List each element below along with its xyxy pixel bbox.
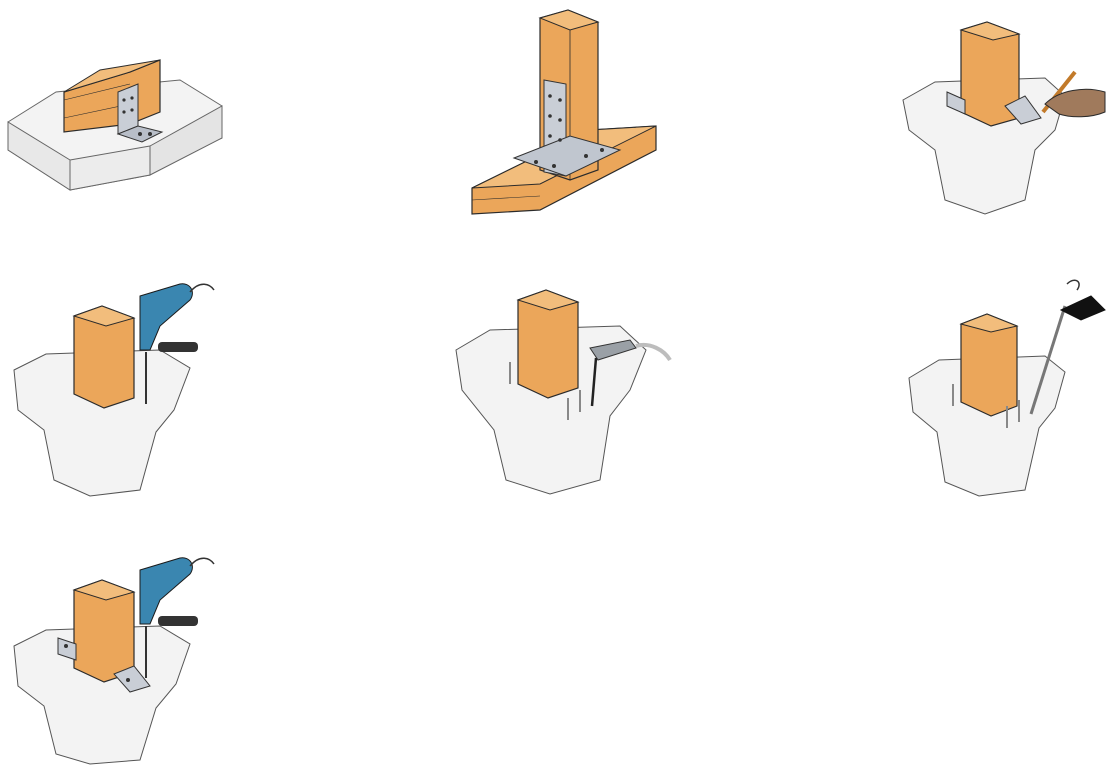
timber-post <box>518 290 578 398</box>
timber-bracket-illustration <box>460 0 660 225</box>
fixing-illustration <box>0 540 230 766</box>
step-1-panel <box>0 0 230 225</box>
step-2-panel <box>460 0 660 225</box>
injecting-illustration <box>895 270 1109 500</box>
marking-illustration <box>895 0 1109 225</box>
blowing-illustration <box>450 270 680 500</box>
drilling-illustration <box>0 270 230 500</box>
timber-post <box>961 314 1017 416</box>
step-3-panel <box>895 0 1109 225</box>
timber-post <box>74 580 134 682</box>
step-6-panel <box>895 270 1109 500</box>
step-4-panel <box>0 270 230 500</box>
step-7-panel <box>0 540 230 766</box>
step-5-panel <box>450 270 680 500</box>
timber-post <box>74 306 134 408</box>
slab-bracket-illustration <box>0 0 230 225</box>
